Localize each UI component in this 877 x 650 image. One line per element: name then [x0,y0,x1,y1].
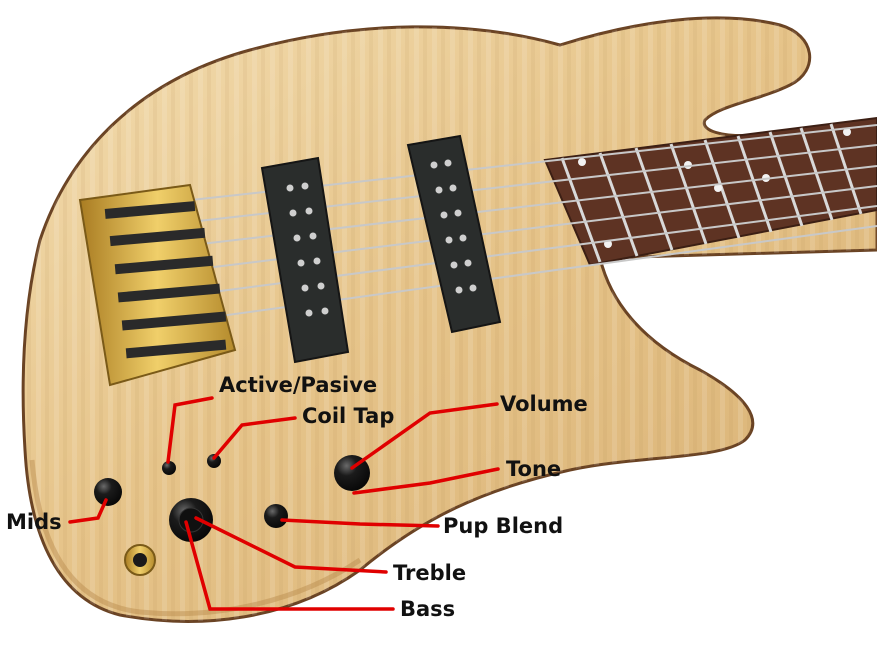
pickup-neck [406,134,502,334]
pup-blend-knob [264,504,288,528]
active-pasive-switch [162,461,176,475]
callout-lines [68,396,500,611]
bridge [78,183,237,387]
callout-line-bass [184,520,395,611]
coil-tap-switch [207,454,221,468]
callout-line-pup-blend [280,518,440,528]
callout-line-tone [352,467,500,495]
treble-bass-knob [169,498,213,542]
label-volume: Volume [500,392,588,416]
label-pup-blend: Pup Blend [443,514,564,538]
label-bass: Bass [400,597,456,621]
label-mids: Mids [6,510,62,534]
label-active-pasive: Active/Pasive [219,373,378,397]
strings [99,124,877,331]
label-coil-tap: Coil Tap [302,404,395,428]
label-tone: Tone [506,457,562,481]
pickup-bridge [260,156,350,364]
label-treble: Treble [393,561,467,585]
mids-knob [94,478,122,506]
callout-line-mids [68,498,108,524]
callout-line-active-pasive [166,396,214,464]
callout-line-coil-tap [212,416,297,460]
volume-knob [334,455,370,491]
callout-line-treble [194,516,388,574]
callout-line-volume [350,402,499,470]
output-jack [124,544,156,576]
